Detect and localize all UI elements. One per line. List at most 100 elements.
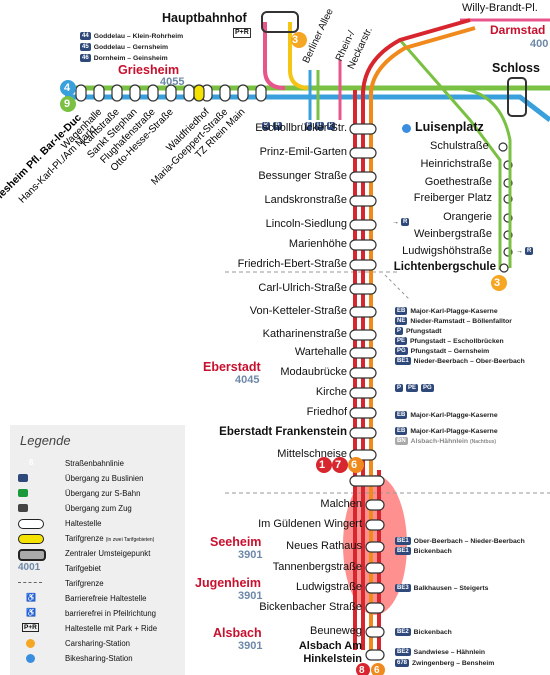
hbf-pr: P+R xyxy=(233,28,251,38)
main-stop-14: Eberstadt Frankenstein xyxy=(219,426,347,438)
line-east-branch xyxy=(398,39,502,270)
hbf-central-box xyxy=(261,11,299,33)
tariff-border-3 xyxy=(384,274,411,301)
main-stop-15: Mittelschneise xyxy=(277,448,347,460)
main-stop-2: Bessunger Straße xyxy=(258,170,347,182)
line-6-bottom-badge: 6 xyxy=(374,665,380,675)
main-stop-8: Von-Ketteler-Straße xyxy=(249,305,347,317)
legend-sbahn-icon xyxy=(18,489,28,497)
legend-carsharing-icon xyxy=(26,639,35,648)
legend-bikesharing-icon xyxy=(26,654,35,663)
main-stop-13: Friedhof xyxy=(306,406,347,418)
legend-tariff-stop-icon xyxy=(18,534,44,544)
bikesharing-icon xyxy=(402,124,411,133)
line-3-east xyxy=(449,86,512,268)
line-1-badge: 1 xyxy=(319,459,326,471)
line-6-badge: 6 xyxy=(351,459,358,471)
main-stop-1: Prinz-Emil-Garten xyxy=(259,146,347,158)
legend-row-1: Übergang zu Buslinien xyxy=(65,474,144,483)
line-blue-east xyxy=(450,94,550,122)
line-4-badge: 4 xyxy=(64,82,71,94)
legend-accessible-icon: ♿ xyxy=(26,593,36,602)
seeheim-zone: Seeheim xyxy=(210,535,262,549)
landskron-bus: → R xyxy=(392,218,410,227)
main-stop-23: Alsbach Am Hinkelstein xyxy=(298,640,362,665)
legend-stop-icon xyxy=(18,519,44,529)
main-stop-20: Ludwigstraße xyxy=(295,581,362,593)
luisenplatz-label: Luisenplatz xyxy=(415,120,484,134)
line-8-bottom-badge-bg xyxy=(356,663,370,675)
line-1-badge-bg xyxy=(316,457,332,473)
griesheim-zone-label: Griesheim xyxy=(118,63,180,77)
main-stop-17: Im Güldenen Wingert xyxy=(258,518,362,530)
legend-row-0: Straßenbahnlinie xyxy=(65,459,124,468)
main-stop-18: Neues Rathaus xyxy=(286,540,362,552)
line-3-top-badge: 3 xyxy=(292,34,299,46)
main-stop-19: Tannenbergstraße xyxy=(272,561,362,573)
line-9-badge: 9 xyxy=(64,98,71,110)
legend-row-12: Carsharing-Station xyxy=(65,639,131,648)
line-6-bottom-badge-bg xyxy=(371,663,385,675)
legend-line-badge: 8 xyxy=(29,458,34,467)
east-stop-7: Lichtenbergschule xyxy=(393,261,496,273)
main-stop-7: Carl-Ulrich-Straße xyxy=(258,282,347,294)
hauptbahnhof-label: Hauptbahnhof xyxy=(162,11,247,25)
willy-label: Willy-Brandt-Pl. xyxy=(462,2,538,14)
legend-row-2: Übergang zur S-Bahn xyxy=(65,489,141,498)
legend-box: Legende Straßenbahnlinie Übergang zu Bus… xyxy=(10,425,185,675)
legend-zone-value: 4001 xyxy=(18,562,41,573)
main-stop-11: Modaubrücke xyxy=(280,366,347,378)
griesheim-stop-markers xyxy=(75,84,267,102)
east-stop-1: Heinrichstraße xyxy=(420,158,492,170)
legend-row-13: Bikesharing-Station xyxy=(65,654,133,663)
line-3-top-badge-bg xyxy=(291,32,307,48)
main-stop-6: Friedrich-Ebert-Straße xyxy=(237,258,347,270)
griesheim-zone-num: 4055 xyxy=(160,76,185,88)
main-stop-4: Lincoln-Siedlung xyxy=(265,218,347,230)
seeheim-zone-num: 3901 xyxy=(238,549,263,561)
line-8-bottom-badge: 8 xyxy=(359,665,365,675)
legend-row-5: Tarifgrenze (in zwei Tarifgebieten) xyxy=(65,534,155,543)
alsbach-zone-num: 3901 xyxy=(238,640,263,652)
east-stop-6: Ludwigshöhstraße xyxy=(402,245,492,257)
legend-row-6: Zentraler Umsteigepunkt xyxy=(65,549,151,558)
darmstadt-label: Darmstad xyxy=(490,23,546,37)
legend-pr-icon: P+R xyxy=(22,623,39,632)
main-stop-10: Wartehalle xyxy=(294,346,347,358)
line-7-badge-bg xyxy=(332,457,348,473)
line-3-east-badge: 3 xyxy=(494,277,501,289)
main-stop-0: Eschollbrücker Str. xyxy=(255,122,347,134)
main-stop-21: Bickenbacher Straße xyxy=(259,601,362,613)
alsbach-zone: Alsbach xyxy=(213,626,262,640)
legend-row-11: Haltestelle mit Park + Ride xyxy=(65,624,158,633)
line-hbf-yellow xyxy=(288,22,311,90)
line-3-east-badge-bg xyxy=(491,275,507,291)
legend-train-icon xyxy=(18,504,28,512)
main-stop-markers xyxy=(349,123,385,661)
legend-title: Legende xyxy=(20,433,71,448)
line-9-badge-bg xyxy=(60,96,76,112)
main-stop-5: Marienhöhe xyxy=(288,238,347,250)
main-stop-3: Landskronstraße xyxy=(264,194,347,206)
line-4-badge-bg xyxy=(60,80,76,96)
legend-row-8: Tarifgrenze xyxy=(65,579,104,588)
line-7-badge: 7 xyxy=(335,459,342,471)
east-stop-5: Weinbergstraße xyxy=(413,228,492,240)
